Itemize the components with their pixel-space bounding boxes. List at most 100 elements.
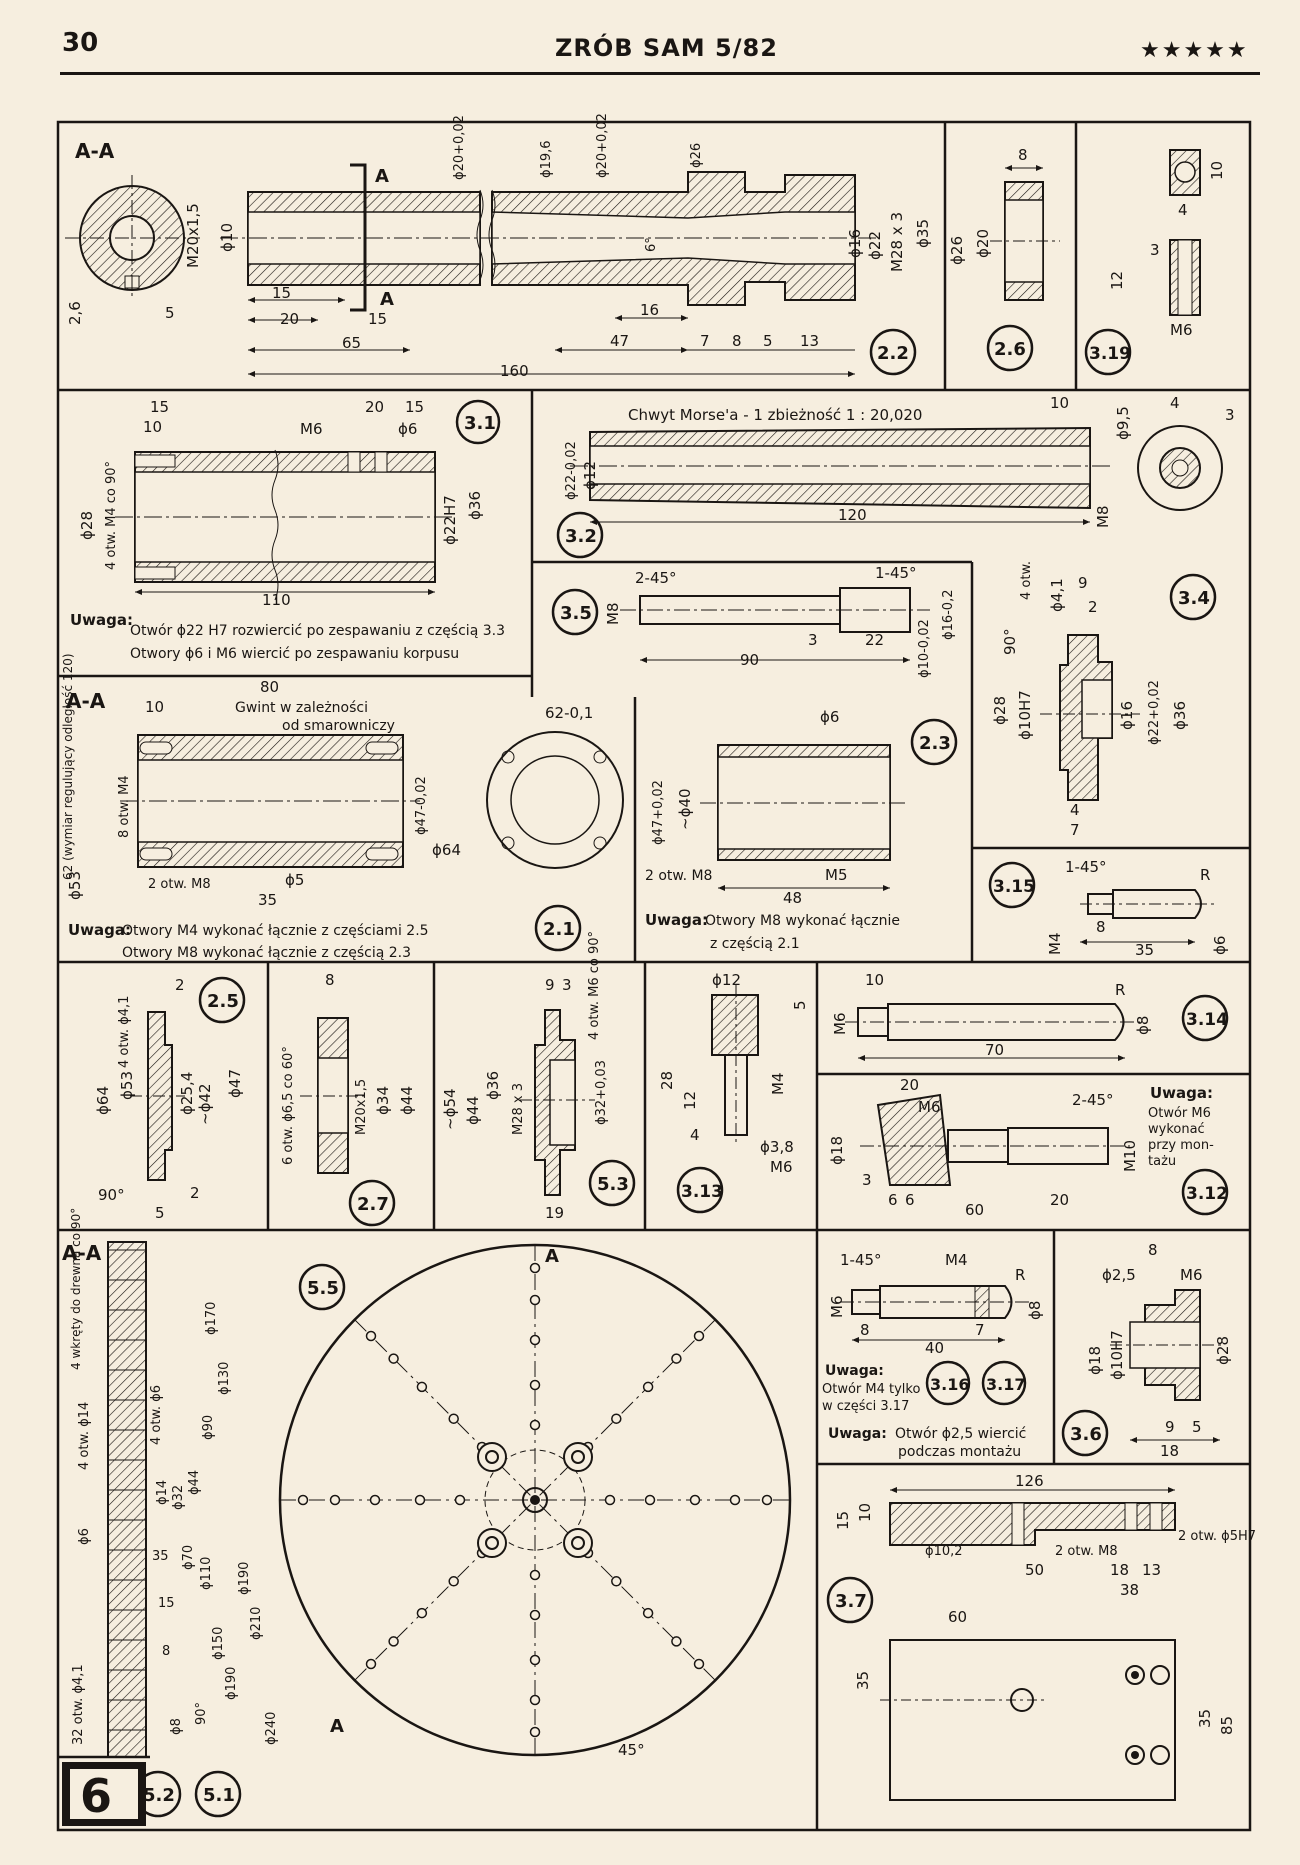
svg-text:Otwór M6: Otwór M6 — [1148, 1106, 1211, 1121]
svg-text:ϕ64: ϕ64 — [94, 1086, 112, 1115]
page-header: 30 ZRÓB SAM 5/82 ★★★★★ — [0, 0, 1300, 75]
svg-text:M6: M6 — [1170, 321, 1193, 339]
svg-text:160: 160 — [500, 362, 529, 380]
svg-text:wykonać: wykonać — [1148, 1122, 1205, 1137]
svg-text:16: 16 — [640, 301, 659, 319]
svg-text:M20x1,5: M20x1,5 — [354, 1079, 369, 1135]
svg-text:90: 90 — [740, 651, 759, 669]
svg-text:ϕ2,5: ϕ2,5 — [1102, 1266, 1136, 1284]
svg-text:4 otw. ϕ14: 4 otw. ϕ14 — [77, 1402, 92, 1470]
svg-text:M6: M6 — [300, 420, 323, 438]
svg-text:ϕ20+0,02: ϕ20+0,02 — [452, 115, 467, 180]
svg-text:ϕ16: ϕ16 — [846, 229, 864, 258]
svg-text:35: 35 — [854, 1671, 872, 1690]
part-id: 3.14 — [1186, 1010, 1228, 1030]
svg-text:4: 4 — [1170, 394, 1180, 412]
svg-text:Uwaga:: Uwaga: — [68, 921, 131, 939]
svg-text:6 otw. ϕ6,5 co 60°: 6 otw. ϕ6,5 co 60° — [281, 1046, 296, 1165]
svg-text:ϕ16-0,2: ϕ16-0,2 — [941, 590, 956, 640]
svg-text:12: 12 — [681, 1091, 699, 1110]
svg-text:70: 70 — [985, 1041, 1004, 1059]
disc-hole — [761, 1494, 773, 1506]
svg-text:8: 8 — [1148, 1241, 1158, 1259]
svg-text:3: 3 — [808, 631, 818, 649]
sheet-number: 6 — [80, 1769, 112, 1823]
svg-text:7: 7 — [700, 332, 710, 350]
disc-hole — [689, 1494, 701, 1506]
part-id: 3.12 — [1186, 1184, 1228, 1204]
disc-hole — [529, 1654, 541, 1666]
svg-text:19: 19 — [545, 1204, 564, 1222]
svg-text:7: 7 — [1070, 821, 1080, 839]
svg-text:podczas montażu: podczas montażu — [898, 1444, 1021, 1460]
svg-text:M4: M4 — [769, 1073, 787, 1096]
svg-text:z częścią 2.1: z częścią 2.1 — [710, 936, 800, 952]
svg-text:ϕ22+0,02: ϕ22+0,02 — [1147, 680, 1162, 745]
panel-3-6: 8 ϕ2,5 M6 ϕ18 ϕ10H7 ϕ28 9 5 18 Uwaga: Ot… — [828, 1241, 1232, 1460]
svg-text:8: 8 — [1096, 918, 1106, 936]
svg-text:ϕ8: ϕ8 — [1026, 1301, 1044, 1320]
svg-text:5: 5 — [1192, 1418, 1202, 1436]
svg-text:A: A — [375, 166, 389, 187]
svg-text:ϕ22: ϕ22 — [866, 231, 884, 260]
svg-text:Otwory M8 wykonać łącznie: Otwory M8 wykonać łącznie — [705, 913, 900, 929]
page-number: 30 — [62, 28, 99, 58]
svg-text:ϕ53: ϕ53 — [66, 871, 84, 900]
svg-text:5: 5 — [155, 1204, 165, 1222]
svg-text:4 otw. M4 co 90°: 4 otw. M4 co 90° — [104, 461, 119, 570]
svg-text:M4: M4 — [1046, 933, 1064, 956]
svg-text:ϕ47-0,02: ϕ47-0,02 — [414, 776, 429, 835]
svg-text:ϕ36: ϕ36 — [484, 1071, 502, 1100]
svg-text:ϕ110: ϕ110 — [199, 1557, 214, 1590]
svg-text:8: 8 — [325, 971, 335, 989]
svg-text:2 otw. M8: 2 otw. M8 — [148, 877, 211, 892]
svg-text:M8: M8 — [1094, 506, 1112, 529]
svg-text:62-0,1: 62-0,1 — [545, 704, 593, 722]
disc-hole — [329, 1494, 341, 1506]
svg-text:90°: 90° — [1001, 628, 1019, 655]
disc-hole — [529, 1379, 541, 1391]
svg-text:4: 4 — [1178, 201, 1188, 219]
disc-hole — [529, 1726, 541, 1738]
svg-text:Chwyt Morse'a - 1 zbieżność 1: Chwyt Morse'a - 1 zbieżność 1 : 20,020 — [628, 406, 922, 424]
svg-text:40: 40 — [925, 1339, 944, 1357]
svg-text:2 otw. M8: 2 otw. M8 — [1055, 1544, 1118, 1559]
part-id: 3.13 — [681, 1182, 723, 1202]
svg-text:15: 15 — [834, 1511, 852, 1530]
svg-text:10: 10 — [865, 971, 884, 989]
svg-text:ϕ6: ϕ6 — [398, 420, 417, 438]
panel-5: A-A A A ϕ170 ϕ130 ϕ90 ϕ44 ϕ32 — [62, 1208, 792, 1818]
svg-text:ϕ14: ϕ14 — [155, 1480, 170, 1505]
svg-text:ϕ190: ϕ190 — [224, 1667, 239, 1700]
svg-text:ϕ12: ϕ12 — [712, 971, 741, 989]
disc-hole — [529, 1694, 541, 1706]
disc-hole — [529, 1294, 541, 1306]
panel-2-6: 8 ϕ26 ϕ20 2.6 — [948, 146, 1060, 372]
panel-3-2: Chwyt Morse'a - 1 zbieżność 1 : 20,020 ϕ… — [556, 394, 1235, 559]
svg-text:1-45°: 1-45° — [875, 564, 917, 582]
svg-text:ϕ240: ϕ240 — [264, 1712, 279, 1745]
sheet-badge: 6 — [62, 1762, 146, 1826]
svg-text:20: 20 — [1050, 1191, 1069, 1209]
svg-text:Otwór ϕ2,5 wiercić: Otwór ϕ2,5 wiercić — [895, 1426, 1026, 1442]
svg-text:8: 8 — [732, 332, 742, 350]
disc-hole — [671, 1636, 682, 1647]
svg-text:R: R — [1200, 866, 1210, 884]
svg-text:ϕ8: ϕ8 — [1134, 1016, 1152, 1035]
svg-text:ϕ4,1: ϕ4,1 — [1048, 578, 1066, 612]
svg-text:5: 5 — [763, 332, 773, 350]
svg-text:ϕ10,2: ϕ10,2 — [925, 1544, 963, 1559]
svg-text:ϕ53: ϕ53 — [118, 1071, 136, 1100]
svg-text:ϕ32: ϕ32 — [171, 1485, 186, 1510]
svg-text:ϕ34: ϕ34 — [374, 1086, 392, 1115]
svg-text:Otwory ϕ6 i M6 wiercić po zesp: Otwory ϕ6 i M6 wiercić po zespawaniu kor… — [130, 646, 459, 662]
disc-hole — [454, 1494, 466, 1506]
svg-text:10: 10 — [1050, 394, 1069, 412]
svg-text:4 wkręty do drewna co 90°: 4 wkręty do drewna co 90° — [69, 1208, 83, 1370]
disc-hole — [529, 1569, 541, 1581]
part-id: 5.5 — [307, 1278, 339, 1299]
part-id: 5.2 — [143, 1785, 175, 1806]
svg-text:80: 80 — [260, 678, 279, 696]
svg-text:6: 6 — [905, 1191, 915, 1209]
part-id: 3.5 — [560, 603, 592, 624]
